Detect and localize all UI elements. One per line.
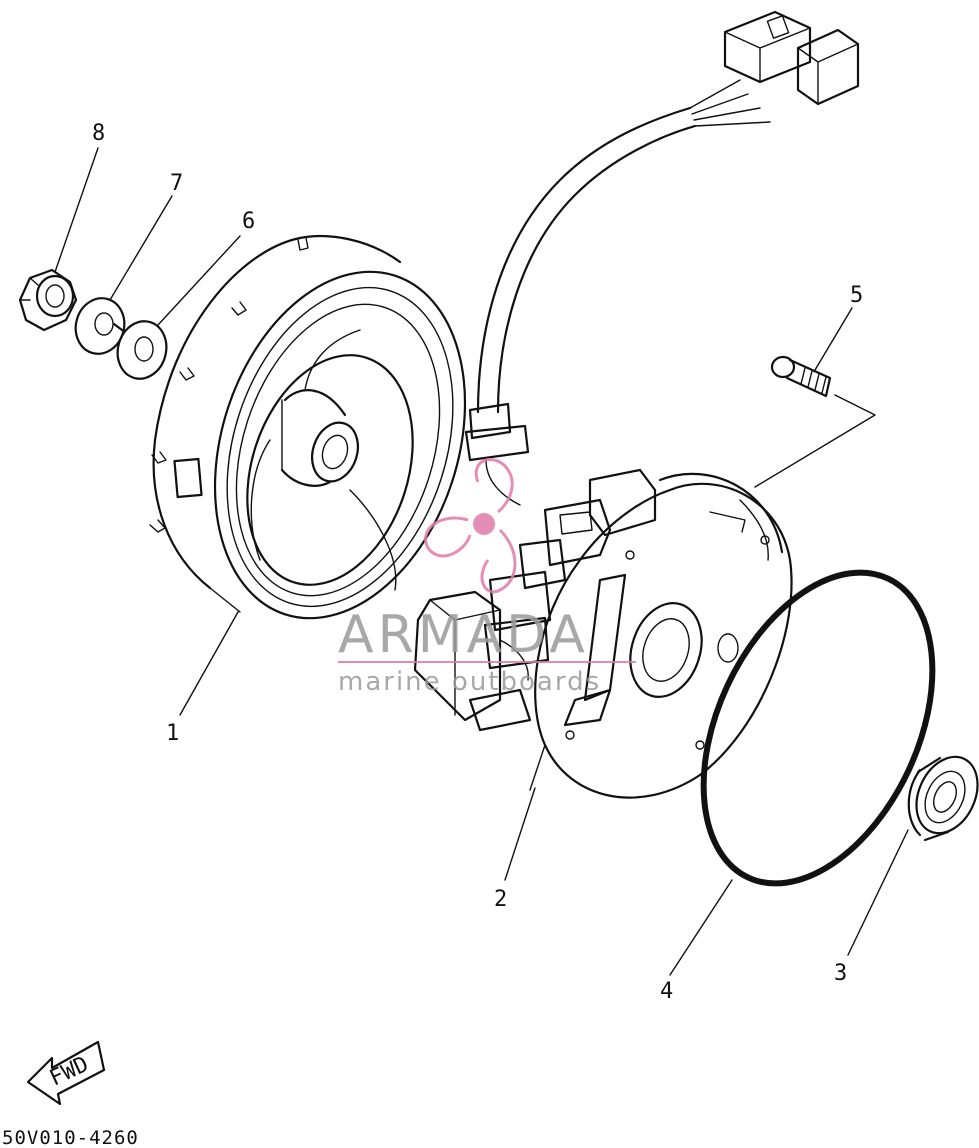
callout-8: 8	[92, 121, 105, 146]
callout-4: 4	[660, 979, 673, 1004]
part-2-stator-plate	[413, 468, 793, 799]
part-1-flywheel	[149, 235, 467, 620]
callout-1: 1	[166, 721, 179, 746]
part-7-lock-washer	[74, 297, 126, 355]
callout-5: 5	[850, 283, 863, 308]
part-4-o-ring	[700, 569, 936, 887]
callout-7: 7	[170, 171, 183, 196]
callout-6: 6	[242, 209, 255, 234]
armada-watermark: ARMADA marine outboards	[338, 457, 636, 697]
part-5-screw	[754, 355, 876, 488]
callout-2: 2	[494, 887, 507, 912]
part-3-oil-seal	[907, 755, 979, 842]
forward-direction-arrow: FWD	[26, 1040, 106, 1106]
wire-harness	[464, 10, 860, 506]
watermark-tagline: marine outboards	[338, 667, 601, 697]
callout-leaders	[54, 147, 909, 976]
part-code: 50V010-4260	[2, 1127, 139, 1148]
propeller-logo-icon	[424, 457, 517, 594]
callout-labels: 8 7 6 5 1 2 4 3	[92, 121, 863, 1004]
watermark-brand: ARMADA	[338, 605, 589, 665]
part-6-washer	[116, 320, 168, 380]
part-8-nut	[18, 268, 78, 332]
callout-3: 3	[834, 961, 847, 986]
